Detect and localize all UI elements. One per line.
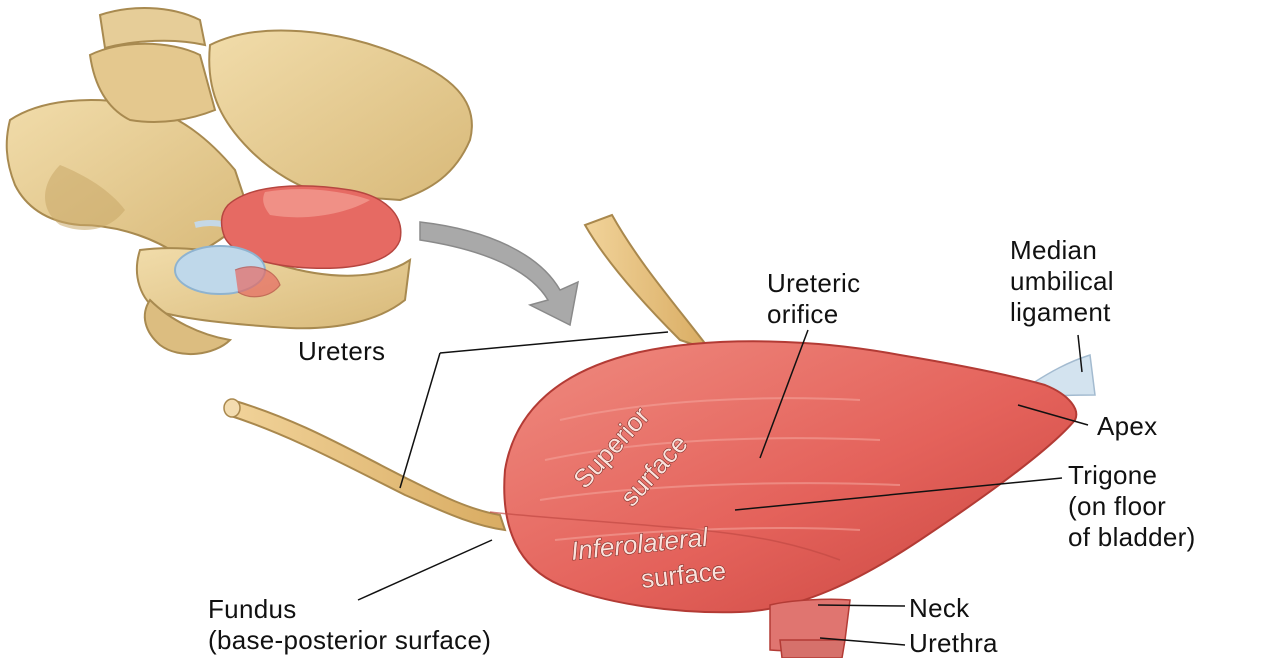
trigone-line-1: Trigone (1068, 460, 1196, 491)
trigone-label: Trigone (on floor of bladder) (1068, 460, 1196, 553)
fundus-line-1: Fundus (208, 594, 491, 625)
ureter-right (585, 215, 710, 350)
urethra-label: Urethra (909, 628, 998, 659)
neck-label: Neck (909, 593, 969, 624)
neck-leader (818, 605, 905, 606)
fundus-leader (358, 540, 492, 600)
fundus-line-2: (base-posterior surface) (208, 625, 491, 656)
apex-label: Apex (1097, 411, 1157, 442)
ureter-left (228, 400, 505, 530)
pelvis-ilium-left (7, 100, 250, 260)
zoom-arrow (420, 222, 578, 325)
median-umbilical-line-3: ligament (1010, 297, 1114, 328)
urethra (780, 640, 845, 658)
pelvis-ilium-right (209, 31, 472, 200)
ureters-label: Ureters (298, 336, 385, 367)
pelvis-lumbar (100, 8, 205, 48)
median-umbilical-line-1: Median (1010, 235, 1114, 266)
ureteric-orifice-line-2: orifice (767, 299, 860, 330)
ureter-left-end (224, 399, 240, 417)
fundus-label: Fundus (base-posterior surface) (208, 594, 491, 656)
trigone-line-2: (on floor (1068, 491, 1196, 522)
ureteric-orifice-label: Ureteric orifice (767, 268, 860, 330)
median-umbilical-ligament-label: Median umbilical ligament (1010, 235, 1114, 328)
trigone-line-3: of bladder) (1068, 522, 1196, 553)
median-umbilical-line-2: umbilical (1010, 266, 1114, 297)
ureteric-orifice-line-1: Ureteric (767, 268, 860, 299)
pelvis-illustration (7, 8, 472, 354)
